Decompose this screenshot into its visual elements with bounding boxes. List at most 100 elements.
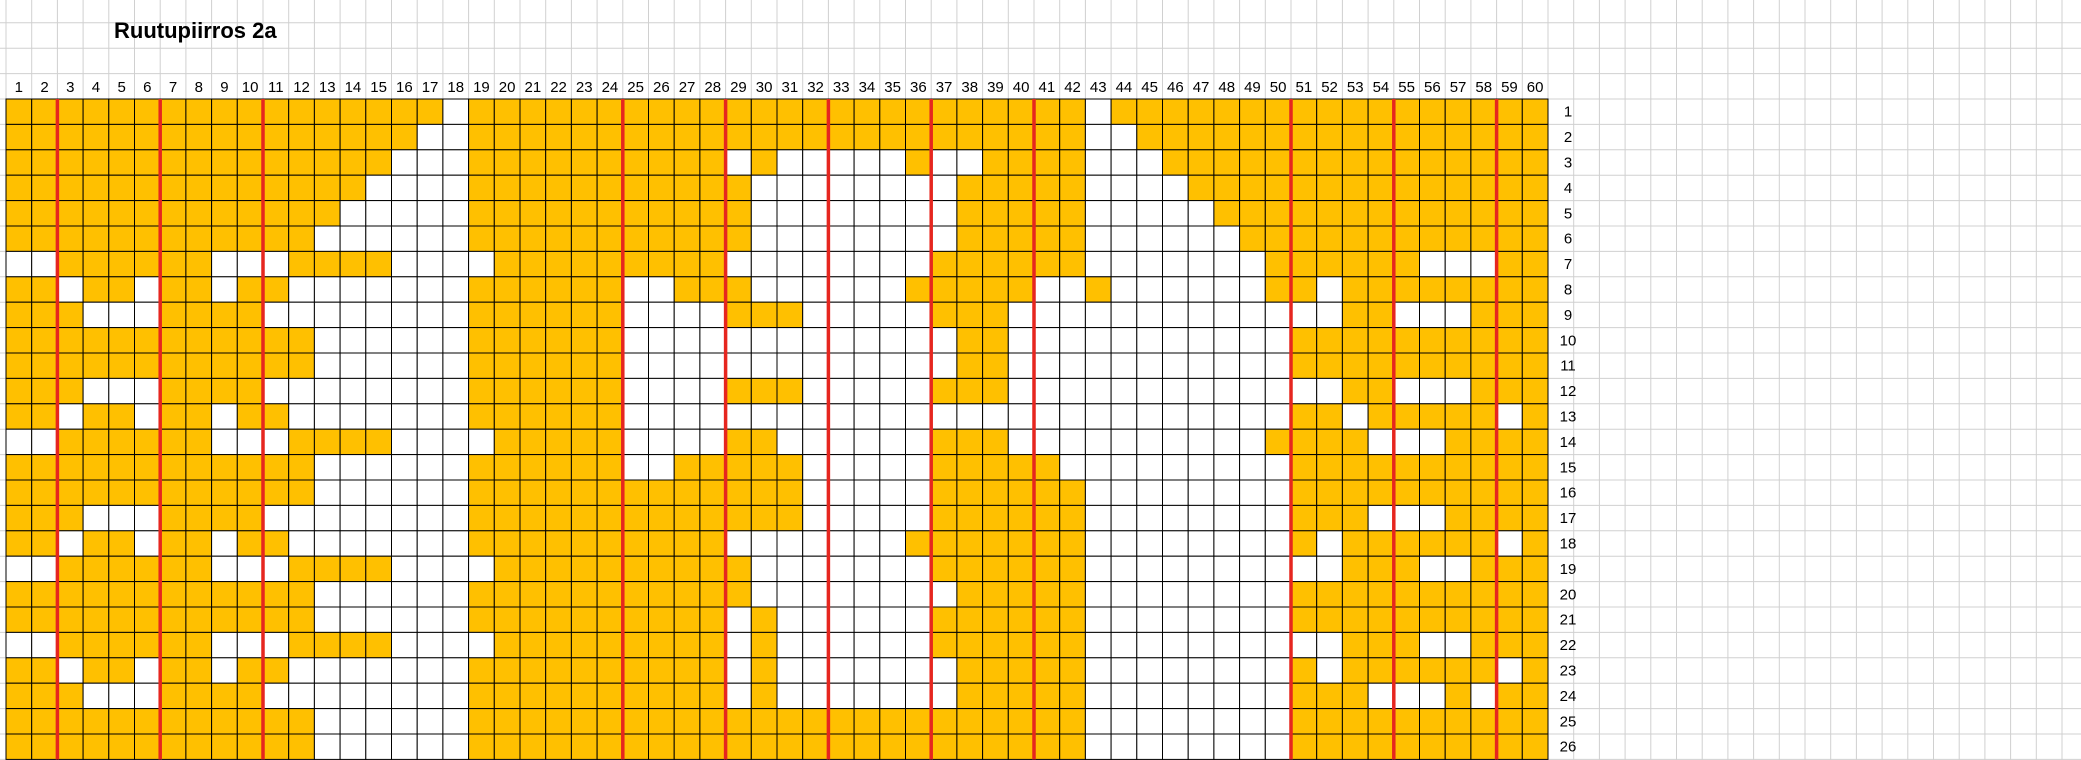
filled-cell — [597, 632, 623, 657]
filled-cell — [1265, 429, 1291, 454]
empty-cell — [1137, 709, 1163, 734]
empty-cell — [854, 404, 880, 429]
column-label: 45 — [1141, 79, 1158, 96]
filled-cell — [237, 709, 263, 734]
empty-cell — [314, 709, 340, 734]
filled-cell — [1522, 734, 1548, 759]
filled-cell — [1317, 404, 1343, 429]
empty-cell — [700, 404, 726, 429]
filled-cell — [57, 734, 83, 759]
empty-cell — [1085, 632, 1111, 657]
filled-cell — [700, 531, 726, 556]
filled-cell — [135, 632, 161, 657]
empty-cell — [1317, 531, 1343, 556]
filled-cell — [931, 531, 957, 556]
empty-cell — [1163, 632, 1189, 657]
empty-cell — [828, 455, 854, 480]
empty-cell — [314, 582, 340, 607]
empty-cell — [366, 175, 392, 200]
empty-cell — [1317, 632, 1343, 657]
column-label: 49 — [1244, 79, 1261, 96]
empty-cell — [417, 404, 443, 429]
filled-cell — [623, 124, 649, 149]
filled-cell — [186, 455, 212, 480]
filled-cell — [1008, 632, 1034, 657]
empty-cell — [1111, 505, 1137, 530]
filled-cell — [109, 709, 135, 734]
filled-cell — [366, 556, 392, 581]
filled-cell — [1368, 556, 1394, 581]
filled-cell — [674, 455, 700, 480]
filled-cell — [1394, 99, 1420, 124]
filled-cell — [469, 455, 495, 480]
filled-cell — [751, 150, 777, 175]
filled-cell — [571, 429, 597, 454]
filled-cell — [906, 709, 932, 734]
filled-cell — [186, 328, 212, 353]
filled-cell — [212, 175, 238, 200]
filled-cell — [1008, 734, 1034, 759]
filled-cell — [494, 734, 520, 759]
column-label: 17 — [422, 79, 439, 96]
filled-cell — [1522, 251, 1548, 276]
filled-cell — [957, 226, 983, 251]
filled-cell — [1034, 251, 1060, 276]
filled-cell — [494, 378, 520, 403]
filled-cell — [957, 353, 983, 378]
empty-cell — [1188, 658, 1214, 683]
filled-cell — [546, 709, 572, 734]
filled-cell — [1497, 683, 1523, 708]
filled-cell — [6, 531, 32, 556]
filled-cell — [1497, 201, 1523, 226]
empty-cell — [263, 632, 289, 657]
filled-cell — [674, 150, 700, 175]
filled-cell — [469, 480, 495, 505]
filled-cell — [957, 658, 983, 683]
filled-cell — [931, 277, 957, 302]
empty-cell — [828, 353, 854, 378]
empty-cell — [828, 378, 854, 403]
filled-cell — [263, 124, 289, 149]
empty-cell — [1188, 556, 1214, 581]
row-label: 7 — [1564, 256, 1572, 273]
empty-cell — [906, 658, 932, 683]
filled-cell — [983, 658, 1009, 683]
empty-cell — [263, 429, 289, 454]
filled-cell — [1342, 328, 1368, 353]
empty-cell — [1265, 353, 1291, 378]
filled-cell — [623, 226, 649, 251]
filled-cell — [726, 734, 752, 759]
empty-cell — [417, 531, 443, 556]
empty-cell — [6, 251, 32, 276]
filled-cell — [160, 709, 186, 734]
filled-cell — [6, 302, 32, 327]
filled-cell — [906, 734, 932, 759]
filled-cell — [931, 734, 957, 759]
filled-cell — [649, 734, 675, 759]
filled-cell — [212, 302, 238, 327]
filled-cell — [186, 582, 212, 607]
empty-cell — [417, 683, 443, 708]
filled-cell — [1445, 226, 1471, 251]
empty-cell — [1008, 328, 1034, 353]
row-label: 23 — [1560, 663, 1577, 680]
empty-cell — [828, 404, 854, 429]
empty-cell — [1214, 226, 1240, 251]
filled-cell — [469, 505, 495, 530]
empty-cell — [1188, 251, 1214, 276]
empty-cell — [1163, 201, 1189, 226]
empty-cell — [109, 683, 135, 708]
empty-cell — [1265, 480, 1291, 505]
row-label: 2 — [1564, 129, 1572, 146]
filled-cell — [1060, 658, 1086, 683]
filled-cell — [957, 505, 983, 530]
empty-cell — [6, 632, 32, 657]
filled-cell — [263, 455, 289, 480]
filled-cell — [237, 226, 263, 251]
filled-cell — [263, 709, 289, 734]
empty-cell — [443, 607, 469, 632]
empty-cell — [237, 251, 263, 276]
filled-cell — [649, 99, 675, 124]
empty-cell — [1368, 505, 1394, 530]
filled-cell — [109, 251, 135, 276]
